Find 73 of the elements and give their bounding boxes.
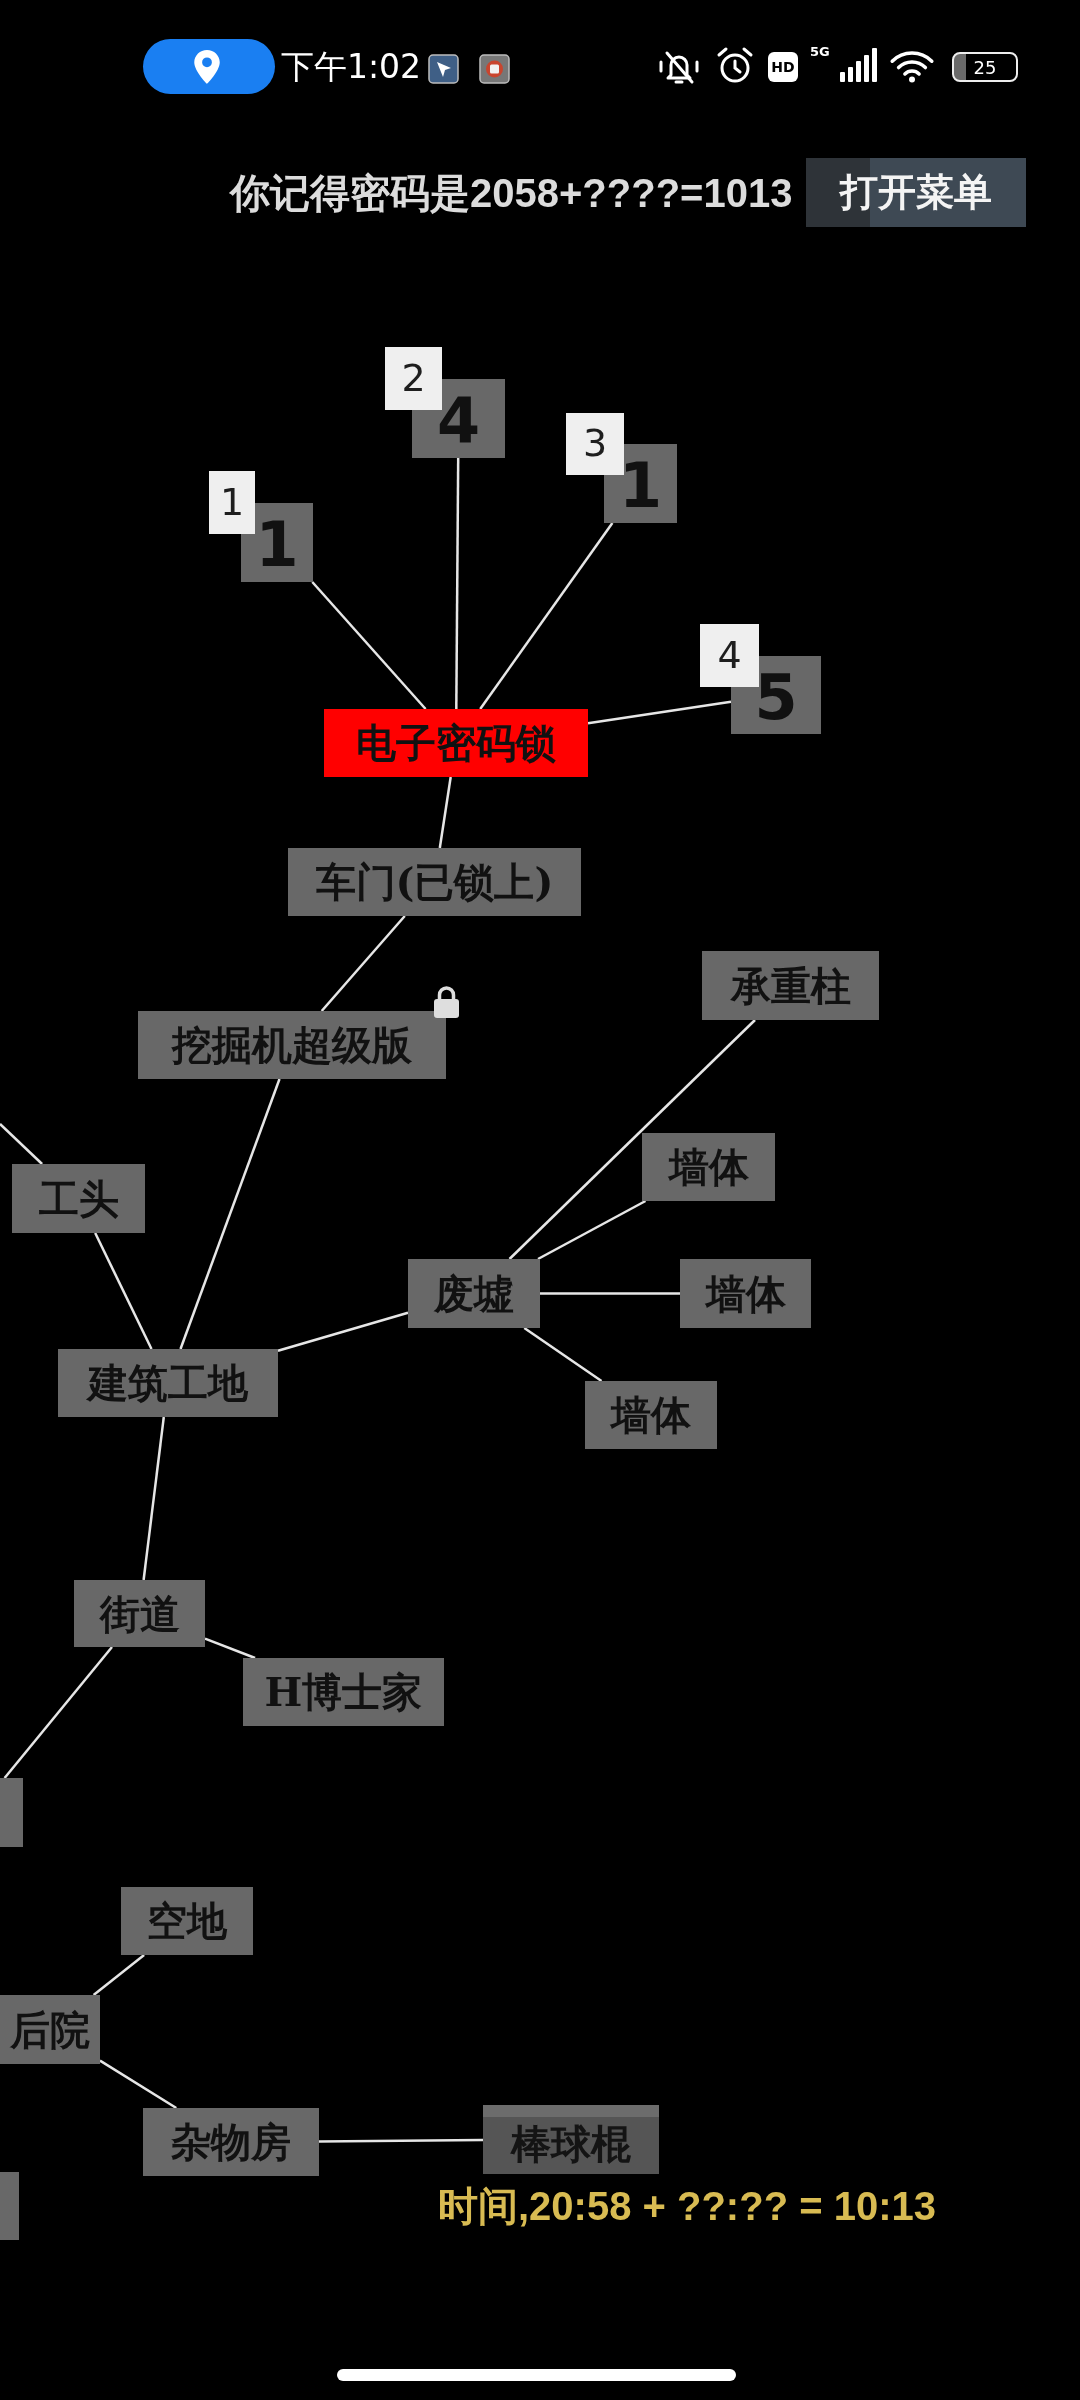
scene-label: 挖掘机超级版 bbox=[172, 1023, 412, 1067]
connector-line bbox=[438, 776, 452, 849]
connector-line bbox=[319, 2138, 483, 2143]
connector-line bbox=[99, 2059, 177, 2110]
scene-box bbox=[408, 1259, 540, 1328]
scene-label: H博士家 bbox=[264, 1670, 423, 1714]
digit-text: 5 bbox=[754, 659, 798, 733]
scene-box bbox=[138, 1011, 446, 1079]
connector-line bbox=[142, 1416, 166, 1581]
connector-line bbox=[92, 1954, 145, 1996]
scene-box bbox=[585, 1381, 717, 1449]
scene-label: 车门(已锁上) bbox=[315, 860, 554, 904]
partial-box bbox=[0, 2172, 19, 2240]
scene-label: 建筑工地 bbox=[88, 1361, 248, 1405]
connector-line bbox=[179, 1078, 281, 1350]
connector-line bbox=[277, 1311, 409, 1352]
scene-label: 墙体 bbox=[611, 1393, 691, 1437]
connector-line bbox=[479, 522, 614, 710]
connector-line bbox=[3, 1646, 113, 1779]
tag-number: 4 bbox=[717, 634, 742, 677]
connector-line bbox=[0, 1123, 43, 1165]
device-label: 电子密码锁 bbox=[356, 721, 556, 765]
scene-label: 废墟 bbox=[434, 1271, 514, 1316]
scene-label: 杂物房 bbox=[171, 2120, 291, 2164]
digit-text: 1 bbox=[618, 448, 663, 521]
network-type-text: 5G bbox=[810, 44, 830, 60]
scene-label: 后院 bbox=[10, 2007, 90, 2052]
scene-label: 墙体 bbox=[705, 1271, 786, 1316]
scene-box bbox=[121, 1887, 253, 1955]
digit-tile bbox=[241, 503, 313, 582]
connector-line bbox=[587, 700, 732, 725]
scene-box bbox=[12, 1164, 145, 1233]
hd-indicator: HD bbox=[768, 52, 798, 82]
scene-label: 工头 bbox=[38, 1176, 119, 1221]
partial-box bbox=[0, 1778, 23, 1847]
connector-line bbox=[508, 1019, 756, 1260]
connector-line bbox=[455, 458, 460, 709]
digit-text: 1 bbox=[255, 507, 299, 580]
number-tag bbox=[700, 624, 759, 687]
scene-label: 空地 bbox=[147, 1899, 227, 1943]
scene-box bbox=[680, 1259, 811, 1328]
item-box bbox=[483, 2105, 659, 2174]
scene-box bbox=[143, 2108, 319, 2176]
connector-line bbox=[523, 1326, 603, 1383]
battery-indicator: 25 bbox=[952, 52, 1018, 82]
connector-line bbox=[540, 1292, 680, 1295]
scene-box bbox=[642, 1133, 775, 1201]
heading-text: 你记得密码是2058+????=1013 bbox=[230, 170, 793, 217]
scene-box bbox=[58, 1349, 278, 1417]
number-tag bbox=[566, 413, 624, 475]
scene-box bbox=[74, 1580, 205, 1647]
menu-button: 打开菜单 bbox=[806, 158, 1026, 227]
tag-number: 1 bbox=[219, 481, 245, 524]
lock-device-box bbox=[324, 709, 588, 777]
connector-line bbox=[311, 581, 427, 710]
scene-label: 街道 bbox=[99, 1591, 180, 1636]
scene-box bbox=[288, 848, 581, 916]
tag-number: 3 bbox=[582, 423, 608, 465]
tag-number: 2 bbox=[401, 357, 426, 400]
item-label: 棒球棍 bbox=[511, 2118, 631, 2166]
scene-box bbox=[243, 1658, 444, 1726]
number-tag bbox=[209, 471, 255, 534]
connector-line bbox=[320, 915, 406, 1012]
digit-text: 4 bbox=[436, 383, 481, 456]
connector-line bbox=[537, 1199, 647, 1261]
status-time: 下午1:02 bbox=[281, 46, 422, 88]
connector-line bbox=[94, 1232, 153, 1350]
scene-label: 承重柱 bbox=[730, 963, 851, 1008]
scene-box bbox=[702, 951, 879, 1020]
scene-label: 墙体 bbox=[668, 1145, 749, 1189]
connector-line bbox=[204, 1637, 256, 1660]
scene-box bbox=[0, 1995, 100, 2064]
time-equation-text: 时间,20:58 + ??:?? = 10:13 bbox=[438, 2183, 936, 2230]
